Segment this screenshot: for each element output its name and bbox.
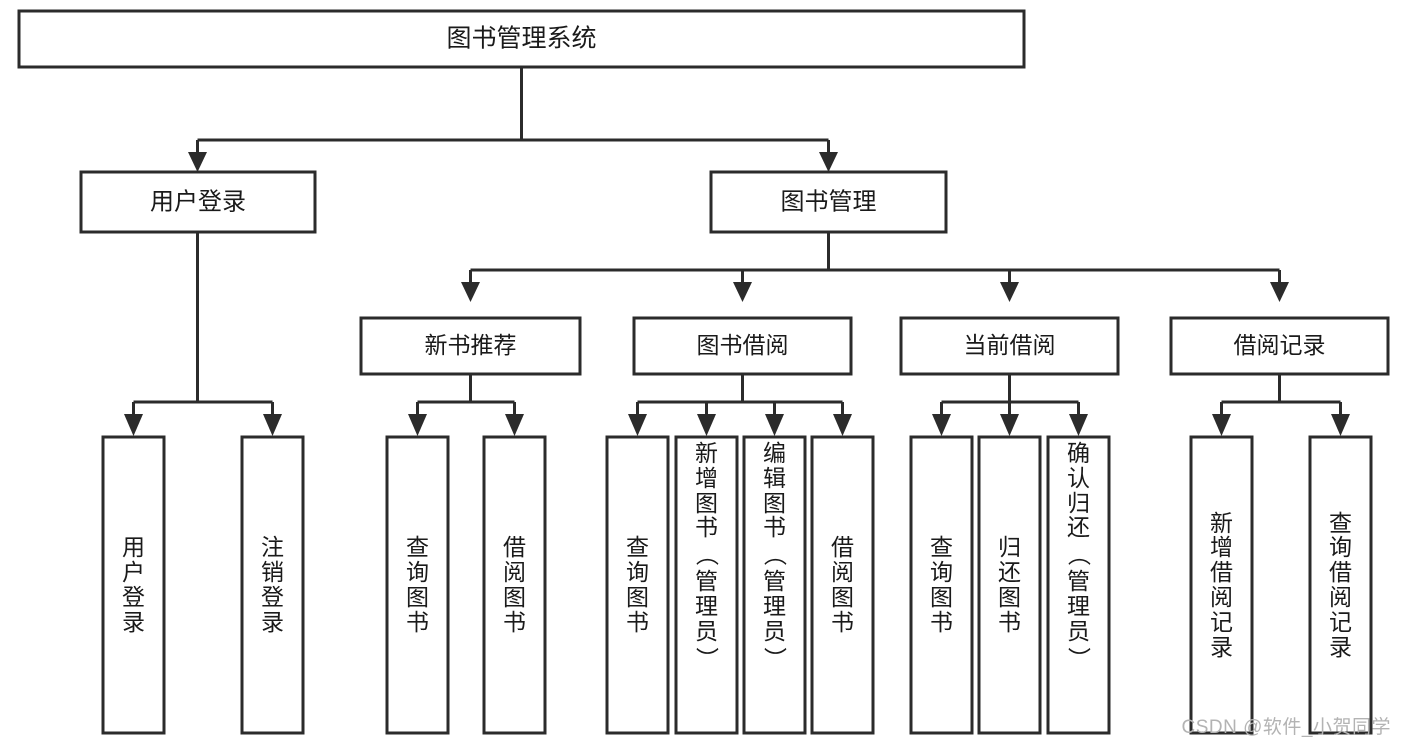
leaf-box-return-book[interactable] <box>977 435 1042 735</box>
node-current-borrow[interactable]: 当前借阅 <box>899 316 1120 376</box>
node-book-borrow-box[interactable] <box>632 316 853 376</box>
node-new-book-recommend-box[interactable] <box>359 316 582 376</box>
arrow-head-icon <box>1000 282 1019 302</box>
node-borrow-record-box[interactable] <box>1169 316 1390 376</box>
arrow-head-icon <box>124 414 143 436</box>
arrow-head-icon <box>461 282 480 302</box>
node-book-management-box[interactable] <box>709 170 948 234</box>
arrow-head-icon <box>697 414 716 436</box>
node-root[interactable]: 图书管理系统 <box>17 9 1026 69</box>
node-new-book-recommend[interactable]: 新书推荐 <box>359 316 582 376</box>
leaf-box-user-login[interactable] <box>101 435 166 735</box>
leaf-box-borrow-book-2[interactable] <box>810 435 875 735</box>
node-current-borrow-label: 当前借阅 <box>964 332 1056 358</box>
node-book-borrow-label: 图书借阅 <box>697 332 789 358</box>
node-book-management-label: 图书管理 <box>781 188 877 215</box>
node-borrow-record-label: 借阅记录 <box>1234 332 1326 358</box>
arrow-head-icon <box>1069 414 1088 436</box>
leaf-box-add-book-admin[interactable] <box>674 435 739 735</box>
leaf-box-logout[interactable] <box>240 435 305 735</box>
arrow-head-icon <box>1000 414 1019 436</box>
leaf-node-group <box>101 435 1373 735</box>
node-current-borrow-box[interactable] <box>899 316 1120 376</box>
arrow-head-icon <box>1212 414 1231 436</box>
leaf-box-query-book-1[interactable] <box>385 435 450 735</box>
arrow-head-icon <box>263 414 282 436</box>
csdn-watermark: CSDN @软件_小贺同学 <box>1181 717 1391 738</box>
node-user-login[interactable]: 用户登录 <box>79 170 317 234</box>
node-user-login-label: 用户登录 <box>150 188 246 215</box>
arrow-head-icon <box>1270 282 1289 302</box>
arrow-head-icon <box>819 152 838 172</box>
node-book-borrow[interactable]: 图书借阅 <box>632 316 853 376</box>
arrow-head-icon <box>505 414 524 436</box>
arrow-head-icon <box>188 152 207 172</box>
leaf-box-query-book-2[interactable] <box>605 435 670 735</box>
node-user-login-box[interactable] <box>79 170 317 234</box>
arrow-head-icon <box>628 414 647 436</box>
node-book-management[interactable]: 图书管理 <box>709 170 948 234</box>
arrow-head-icon <box>765 414 784 436</box>
arrow-head-icon <box>833 414 852 436</box>
node-borrow-record[interactable]: 借阅记录 <box>1169 316 1390 376</box>
leaf-box-query-book-3[interactable] <box>909 435 974 735</box>
connector-group <box>124 67 1350 436</box>
node-root-label: 图书管理系统 <box>446 25 596 53</box>
arrow-head-icon <box>408 414 427 436</box>
leaf-box-borrow-book-1[interactable] <box>482 435 547 735</box>
arrow-head-icon <box>733 282 752 302</box>
leaf-box-add-borrow-record[interactable] <box>1189 435 1254 735</box>
node-new-book-recommend-label: 新书推荐 <box>425 332 517 358</box>
leaf-box-confirm-return-admin[interactable] <box>1046 435 1111 735</box>
leaf-box-query-borrow-record[interactable] <box>1308 435 1373 735</box>
leaf-box-edit-book-admin[interactable] <box>742 435 807 735</box>
node-root-box[interactable] <box>17 9 1026 69</box>
arrow-head-icon <box>1331 414 1350 436</box>
arrow-head-icon <box>932 414 951 436</box>
